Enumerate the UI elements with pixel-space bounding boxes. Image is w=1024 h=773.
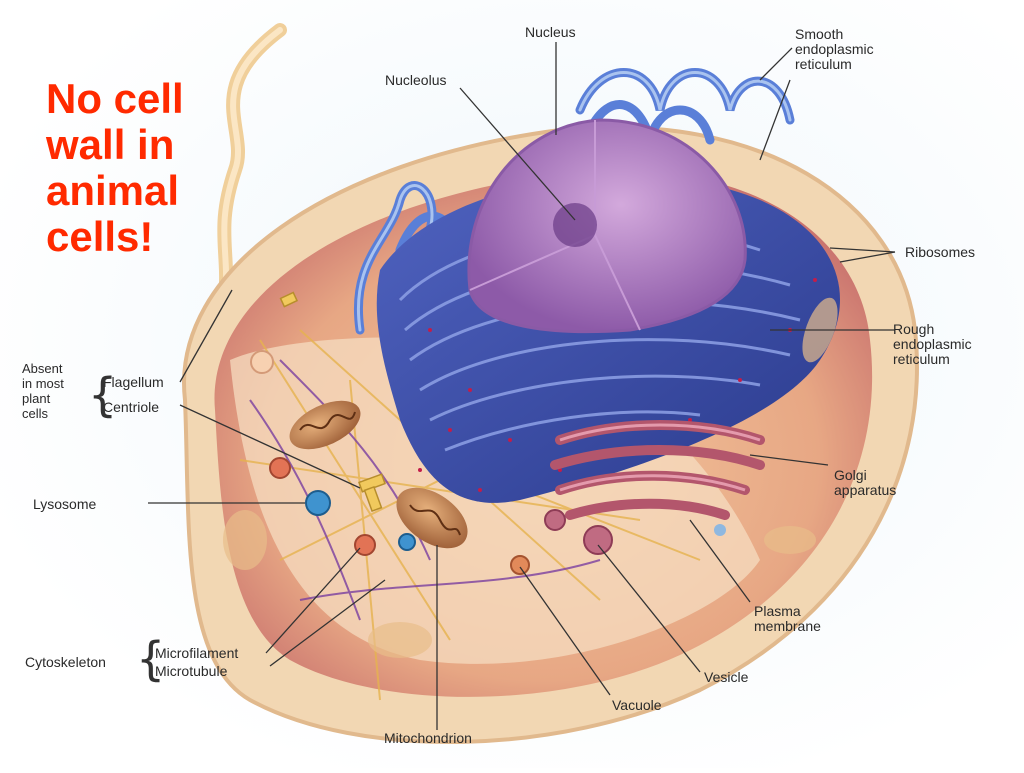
absent-group-brace: { — [88, 368, 118, 422]
label-vacuole: Vacuole — [612, 697, 662, 713]
label-ribosomes: Ribosomes — [905, 244, 976, 260]
cytoskeleton-brace: { — [136, 632, 166, 686]
nucleolus-shape — [553, 203, 597, 247]
vesicles — [510, 509, 726, 575]
mitochondria — [289, 400, 468, 549]
label-centriole: Centriole — [103, 399, 160, 415]
label-plasma-membrane: Plasma membrane — [754, 603, 821, 634]
label-microfilament: Microfilament — [155, 645, 239, 661]
label-smooth-er: Smooth endoplasmic reticulum — [795, 26, 874, 72]
label-lysosome: Lysosome — [33, 496, 97, 512]
label-rough-er: Rough endoplasmic reticulum — [893, 321, 972, 367]
label-flagellum: Flagellum — [103, 374, 164, 390]
leader-lines — [148, 42, 896, 730]
label-cytoskeleton: Cytoskeleton — [25, 654, 106, 670]
label-nucleus: Nucleus — [525, 24, 576, 40]
lysosome-shape — [305, 490, 331, 516]
label-mitochondrion: Mitochondrion — [384, 730, 472, 746]
label-microtubule: Microtubule — [155, 663, 228, 679]
callout-no-cell-wall: No cell wall in animal cells! — [46, 75, 184, 260]
label-absent-group: Absent in most plant cells — [22, 361, 64, 421]
label-nucleolus: Nucleolus — [385, 72, 447, 88]
label-vesicle: Vesicle — [704, 669, 749, 685]
centriole-shape — [279, 291, 386, 513]
label-golgi: Golgi apparatus — [834, 467, 897, 498]
